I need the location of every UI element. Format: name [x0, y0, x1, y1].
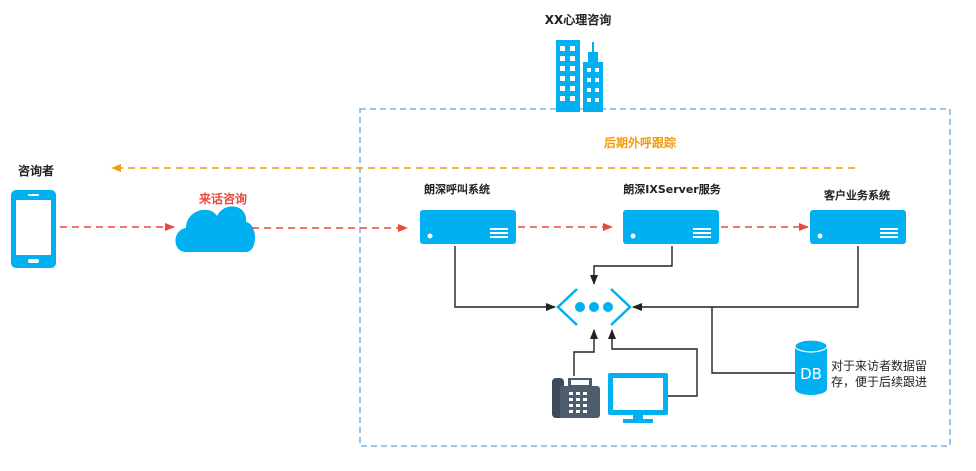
- connector-ix-to-switch: [590, 246, 673, 285]
- server-icon-call-system: [420, 210, 516, 244]
- connector-deskphone-to-switch: [573, 329, 598, 376]
- network-switch-icon: [556, 288, 632, 326]
- call-system-label: 朗深呼叫系统: [424, 182, 490, 196]
- phone-label: 咨询者: [18, 163, 54, 178]
- database-icon: [794, 339, 828, 395]
- smartphone-icon: [11, 190, 56, 268]
- connector-call-system-to-switch: [454, 246, 556, 311]
- db-label: DB: [800, 365, 822, 383]
- connector-crm-to-switch: [632, 246, 859, 311]
- db-note-line-1: 对于来访者数据留: [831, 358, 927, 373]
- cloud-label: 来话咨询: [198, 191, 247, 206]
- desk-phone-icon: [552, 378, 600, 418]
- connector-pc-to-switch: [608, 329, 698, 397]
- db-note-line-2: 存，便于后续跟进: [831, 375, 927, 389]
- ix-server-label: 朗深IXServer服务: [623, 182, 721, 196]
- server-icon-ix-server: [623, 210, 719, 244]
- server-icon-crm: [810, 210, 906, 244]
- callback-flow-label: 后期外呼跟踪: [604, 135, 676, 150]
- company-name: XX心理咨询: [545, 12, 612, 27]
- computer-monitor-icon: [608, 373, 668, 423]
- crm-label: 客户业务系统: [823, 188, 890, 202]
- cloud-icon: [175, 206, 255, 252]
- company-boundary: [359, 108, 951, 447]
- connector-db-to-bus: [711, 307, 795, 374]
- office-buildings-icon: [556, 40, 603, 112]
